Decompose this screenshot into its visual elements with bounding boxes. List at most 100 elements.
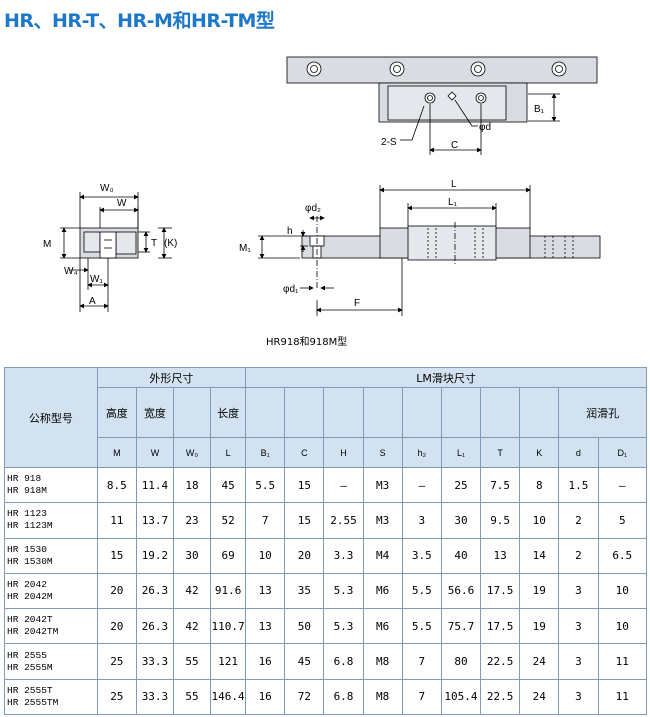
value-cell: 25 [440,466,482,504]
side-view-drawing [258,185,601,316]
value-cell: 13 [245,608,286,645]
value-cell: 35 [284,572,325,610]
value-cell: 18 [172,466,212,504]
model-name: HR 2555 [7,649,47,661]
value-cell: 30 [172,537,212,574]
value-cell: 24 [519,643,560,680]
value-cell: 24 [519,678,560,716]
value-cell: 3 [558,572,599,610]
header-width: 宽度 [135,387,174,438]
value-cell: 20 [96,572,137,610]
value-cell: 22.5 [480,678,521,716]
value-cell: 30 [440,502,482,539]
header-grease: 润滑孔 [558,387,647,438]
value-cell: 3 [558,608,599,645]
value-cell: 17.5 [480,608,521,645]
header-symbol: S [362,437,403,468]
value-cell: 11 [96,502,137,539]
value-cell: 7 [401,678,442,716]
label-l1: L₁ [448,197,458,208]
value-cell: 56.6 [440,572,482,610]
value-cell: 110.7 [210,608,247,645]
value-cell: 3.3 [323,537,364,574]
model-name: HR 2042M [7,590,53,602]
header-symbol: M [96,437,137,468]
value-cell: 5.3 [323,608,364,645]
value-cell: 6.8 [323,643,364,680]
model-name: HR 2042T [7,614,53,626]
value-cell: — [401,466,442,504]
value-cell: 3 [558,643,599,680]
value-cell: 26.3 [135,572,174,610]
header-symbol: D₁ [597,437,648,468]
model-name: HR 1530M [7,555,53,567]
value-cell: 52 [210,502,247,539]
value-cell: 16 [245,678,286,716]
value-cell: M8 [362,643,403,680]
value-cell: 45 [284,643,325,680]
model-name: HR 1123M [7,520,53,532]
header-symbol: H [323,437,364,468]
value-cell: 11 [597,643,648,680]
label-k: (K) [164,238,177,249]
header-symbol: T [480,437,521,468]
header-blank [401,387,442,438]
value-cell: 11 [597,678,648,716]
model-name: HR 2555M [7,661,53,673]
value-cell: M3 [362,502,403,539]
label-m1: M₁ [239,243,251,254]
value-cell: 80 [440,643,482,680]
header-symbol: C [284,437,325,468]
value-cell: 2.55 [323,502,364,539]
value-cell: — [597,466,648,504]
model-name: HR 1123 [7,508,47,520]
value-cell: 3 [401,502,442,539]
value-cell: 5 [597,502,648,539]
header-blank [172,387,212,438]
header-blank [362,387,403,438]
page-title: HR、HR-T、HR-M和HR-TM型 [4,10,275,32]
value-cell: 16 [245,643,286,680]
header-blank [440,387,482,438]
value-cell: 17.5 [480,572,521,610]
label-w4: W₄ [64,266,78,277]
label-c: C [451,140,458,151]
value-cell: 50 [284,608,325,645]
value-cell: 10 [519,502,560,539]
value-cell: 91.6 [210,572,247,610]
value-cell: 9.5 [480,502,521,539]
header-symbol: d [558,437,599,468]
value-cell: M8 [362,678,403,716]
value-cell: 121 [210,643,247,680]
value-cell: M6 [362,608,403,645]
label-d: φd [479,122,491,133]
model-name: HR 1530 [7,543,47,555]
header-blank [323,387,364,438]
value-cell: 33.3 [135,643,174,680]
value-cell: 15 [284,466,325,504]
header-symbol: K [519,437,560,468]
label-d2: φd₂ [305,203,321,214]
label-a: A [89,296,96,307]
value-cell: 2 [558,537,599,574]
header-model: 公称型号 [4,367,98,468]
value-cell: 3.5 [401,537,442,574]
header-blank [480,387,521,438]
header-symbol: L₁ [440,437,482,468]
header-height: 高度 [96,387,137,438]
value-cell: 8.5 [96,466,137,504]
value-cell: 10 [597,608,648,645]
value-cell: 72 [284,678,325,716]
value-cell: 7.5 [480,466,521,504]
value-cell: 19 [519,608,560,645]
label-w: W [117,198,127,209]
value-cell: 75.7 [440,608,482,645]
header-outer: 外形尺寸 [96,367,247,388]
